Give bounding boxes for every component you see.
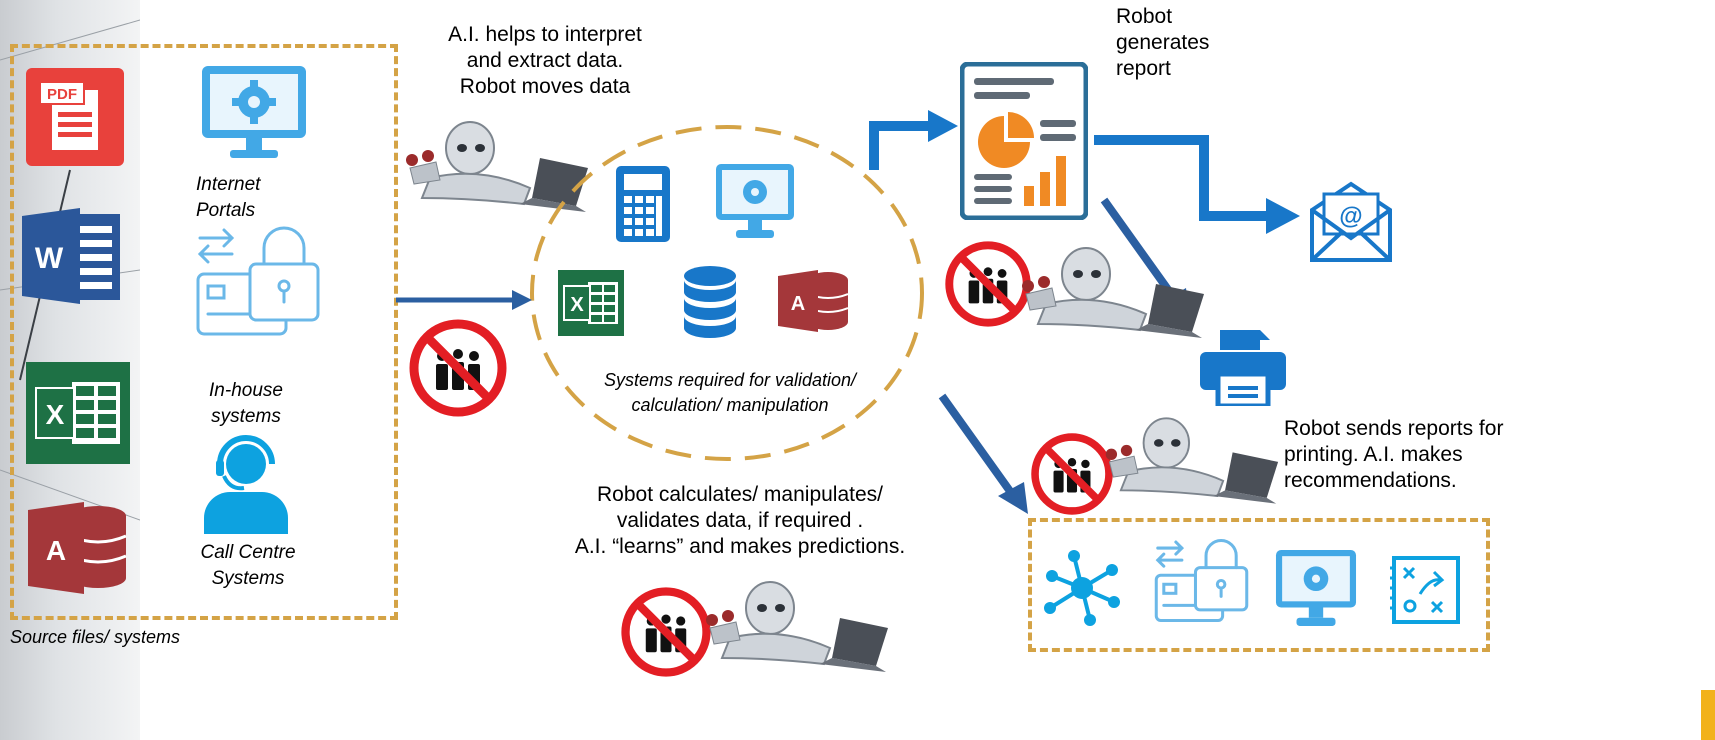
robot-laptop-illustration	[400, 118, 590, 214]
word-icon: W	[22, 208, 122, 304]
robot-generates-label: Robot generates report	[1116, 5, 1210, 80]
monitor-gear-icon	[202, 66, 306, 160]
arrow-to-systems	[396, 286, 536, 316]
source-files-label: Source files/ systems	[10, 627, 181, 647]
svg-text:A: A	[791, 293, 805, 315]
robot-laptop-illustration	[700, 578, 890, 674]
systems-circle	[522, 118, 932, 468]
no-people-sign-icon	[408, 318, 508, 418]
in-house-systems-label: In-house systems	[209, 380, 283, 427]
headset-person-icon	[200, 434, 292, 534]
corner-accent	[1701, 690, 1715, 740]
access-icon: A	[28, 500, 128, 596]
no-people-sign-icon	[1030, 432, 1114, 516]
arrow-to-report	[866, 100, 966, 172]
excel-icon: X	[26, 362, 130, 464]
robot-laptop-illustration	[1100, 414, 1280, 506]
card-lock-icon	[1150, 536, 1250, 628]
systems-required-label: Systems required for validation/ calcula…	[603, 370, 857, 415]
monitor-gear-icon	[716, 164, 794, 240]
svg-text:X: X	[46, 399, 65, 430]
svg-text:PDF: PDF	[47, 86, 77, 103]
call-centre-systems-label: Call Centre Systems	[200, 542, 296, 589]
database-icon	[684, 266, 736, 340]
svg-text:X: X	[570, 294, 584, 316]
excel-icon: X	[558, 270, 624, 336]
svg-text:A: A	[46, 535, 66, 566]
ai-interpret-label: A.I. helps to interpret and extract data…	[448, 23, 642, 98]
calculator-icon	[616, 166, 670, 242]
robot-sends-label: Robot sends reports for printing. A.I. m…	[1284, 417, 1504, 492]
robot-laptop-illustration	[1016, 244, 1206, 340]
strategy-board-icon	[1390, 554, 1462, 626]
svg-text:@: @	[1339, 203, 1362, 230]
monitor-gear-icon	[1274, 550, 1358, 628]
card-lock-icon	[190, 222, 322, 344]
network-icon	[1044, 550, 1120, 626]
internet-portals-label: Internet Portals	[196, 174, 261, 221]
no-people-sign-icon	[620, 586, 712, 678]
access-icon: A	[778, 268, 848, 334]
arrow-to-email	[1094, 128, 1304, 238]
arrow-to-applications	[934, 392, 1034, 516]
report-icon	[960, 62, 1088, 220]
svg-text:W: W	[35, 242, 64, 275]
robot-calculates-label: Robot calculates/ manipulates/ validates…	[574, 483, 906, 558]
email-icon: @	[1308, 180, 1394, 262]
pdf-icon: PDF	[26, 68, 124, 166]
no-people-sign-icon	[944, 240, 1032, 328]
source-systems-box	[10, 44, 398, 620]
printer-icon	[1200, 330, 1286, 406]
applications-box	[1028, 518, 1490, 652]
